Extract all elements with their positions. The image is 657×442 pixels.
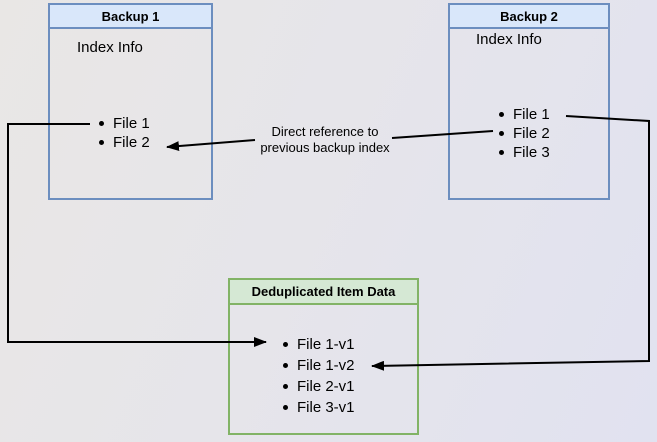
backup1-box: Backup 1 Index Info File 1 File 2 [48,3,213,200]
backup1-file-list: File 1 File 2 [99,114,150,152]
connector-label: Direct reference to previous backup inde… [234,124,416,156]
backup2-header: Backup 2 [450,5,608,29]
backup2-title: Backup 2 [500,8,558,24]
dedup-header: Deduplicated Item Data [230,280,417,305]
dedup-box: Deduplicated Item Data File 1-v1 File 1-… [228,278,419,435]
backup1-index-info-label: Index Info [77,39,143,56]
connector-label-line2: previous backup index [260,140,390,155]
list-item: File 1 [99,114,150,133]
list-item: File 2 [99,133,150,152]
list-item: File 3-v1 [283,397,355,418]
backup2-file-list: File 1 File 2 File 3 [499,105,550,162]
backup2-index-info-label: Index Info [476,31,542,48]
list-item: File 1-v2 [283,355,355,376]
list-item: File 1-v1 [283,334,355,355]
dedup-file-list: File 1-v1 File 1-v2 File 2-v1 File 3-v1 [283,334,355,418]
backup2-box: Backup 2 Index Info File 1 File 2 File 3 [448,3,610,200]
list-item: File 3 [499,143,550,162]
backup1-title: Backup 1 [101,8,160,24]
list-item: File 2-v1 [283,376,355,397]
list-item: File 2 [499,124,550,143]
list-item: File 1 [499,105,550,124]
connector-label-line1: Direct reference to [271,124,379,139]
backup1-header: Backup 1 [50,5,211,29]
dedup-title: Deduplicated Item Data [251,284,396,299]
